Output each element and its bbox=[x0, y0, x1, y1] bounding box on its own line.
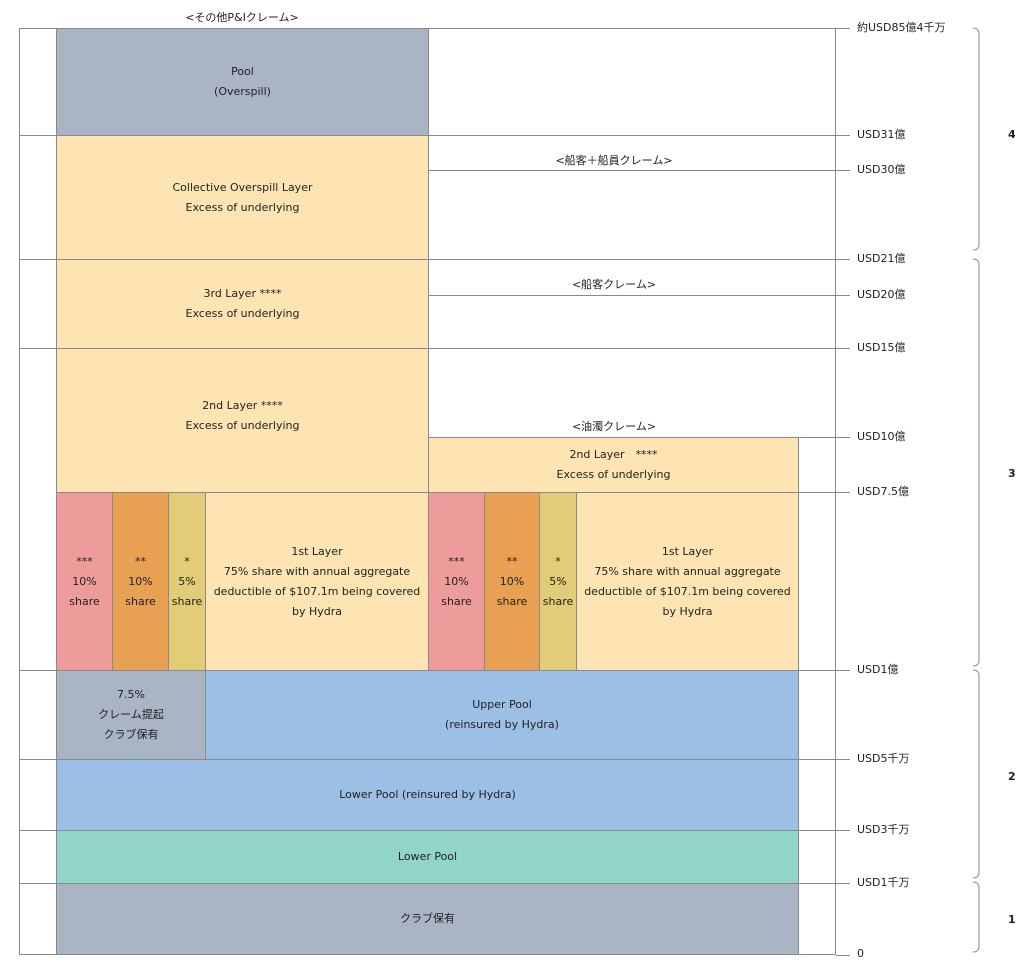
oil-share-10-percent-b: ** 10% share bbox=[484, 492, 540, 671]
tier-label-4: 4 bbox=[1008, 128, 1016, 141]
share-5-percent: * 5% share bbox=[168, 492, 206, 671]
second-layer: 2nd Layer **** Excess of underlying bbox=[56, 348, 429, 493]
share-10-percent-a: *** 10% share bbox=[56, 492, 113, 671]
tick-line-31 bbox=[428, 135, 850, 136]
tick-label-10: USD10億 bbox=[857, 430, 906, 443]
upper-pool: Upper Pool (reinsured by Hydra) bbox=[205, 670, 799, 760]
band-line bbox=[19, 259, 57, 260]
tick-line-1 bbox=[798, 670, 850, 671]
claim-club-retention: 7.5% クレーム提起 クラブ保有 bbox=[56, 670, 206, 760]
tick-label-1: USD1億 bbox=[857, 663, 899, 676]
oil-first-layer: 1st Layer 75% share with annual aggregat… bbox=[576, 492, 799, 671]
tick-line-7-5 bbox=[798, 492, 850, 493]
bracket-tier-1 bbox=[972, 881, 980, 953]
tier-label-3: 3 bbox=[1008, 467, 1016, 480]
tick-line-30 bbox=[428, 170, 850, 171]
tick-line-1k bbox=[798, 883, 850, 884]
band-line bbox=[19, 883, 57, 884]
oil-share-10-percent-a: *** 10% share bbox=[428, 492, 485, 671]
collective-overspill-layer: Collective Overspill Layer Excess of und… bbox=[56, 135, 429, 260]
band-line bbox=[19, 348, 57, 349]
tick-label-30: USD30億 bbox=[857, 163, 906, 176]
pool-overspill-layer: Pool (Overspill) bbox=[56, 28, 429, 136]
tier-label-2: 2 bbox=[1008, 770, 1016, 783]
band-line bbox=[19, 135, 57, 136]
tick-label-0: 0 bbox=[857, 947, 864, 960]
tick-label-20: USD20億 bbox=[857, 288, 906, 301]
third-layer: 3rd Layer **** Excess of underlying bbox=[56, 259, 429, 349]
bracket-tier-2 bbox=[972, 669, 980, 879]
tier-brackets bbox=[972, 27, 980, 953]
tick-label-1k: USD1千万 bbox=[857, 876, 910, 889]
passenger-claims-label: <船客クレーム> bbox=[571, 278, 657, 291]
share-10-percent-b: ** 10% share bbox=[112, 492, 169, 671]
tick-label-31: USD31億 bbox=[857, 128, 906, 141]
band-line bbox=[19, 670, 57, 671]
crew-claims-label: <船客＋船員クレーム> bbox=[555, 154, 673, 167]
oil-claims-label: <油濁クレーム> bbox=[571, 420, 657, 433]
tick-label-5k: USD5千万 bbox=[857, 752, 910, 765]
other-claims-label: <その他P&Iクレーム> bbox=[185, 11, 299, 24]
tick-label-85: 約USD85億4千万 bbox=[857, 21, 946, 34]
bracket-tier-3 bbox=[972, 258, 980, 667]
tick-label-21: USD21億 bbox=[857, 252, 906, 265]
tick-line-20 bbox=[428, 295, 850, 296]
tick-line-21 bbox=[428, 259, 850, 260]
tick-label-3k: USD3千万 bbox=[857, 823, 910, 836]
tick-line-5k bbox=[798, 759, 850, 760]
band-line bbox=[19, 830, 57, 831]
tick-line-3k bbox=[798, 830, 850, 831]
oil-share-5-percent: * 5% share bbox=[539, 492, 577, 671]
club-retention: クラブ保有 bbox=[56, 883, 799, 955]
tick-line-85 bbox=[836, 28, 850, 29]
tick-label-7-5: USD7.5億 bbox=[857, 485, 909, 498]
second-layer-oil: 2nd Layer **** Excess of underlying bbox=[428, 437, 799, 493]
tier-label-1: 1 bbox=[1008, 913, 1016, 926]
tick-line-0 bbox=[836, 955, 850, 956]
band-line bbox=[19, 759, 57, 760]
lower-pool: Lower Pool bbox=[56, 830, 799, 884]
first-layer: 1st Layer 75% share with annual aggregat… bbox=[205, 492, 429, 671]
tick-line-15 bbox=[428, 348, 850, 349]
tick-label-15: USD15億 bbox=[857, 341, 906, 354]
lower-pool-reinsured: Lower Pool (reinsured by Hydra) bbox=[56, 759, 799, 831]
bracket-tier-4 bbox=[972, 27, 980, 251]
